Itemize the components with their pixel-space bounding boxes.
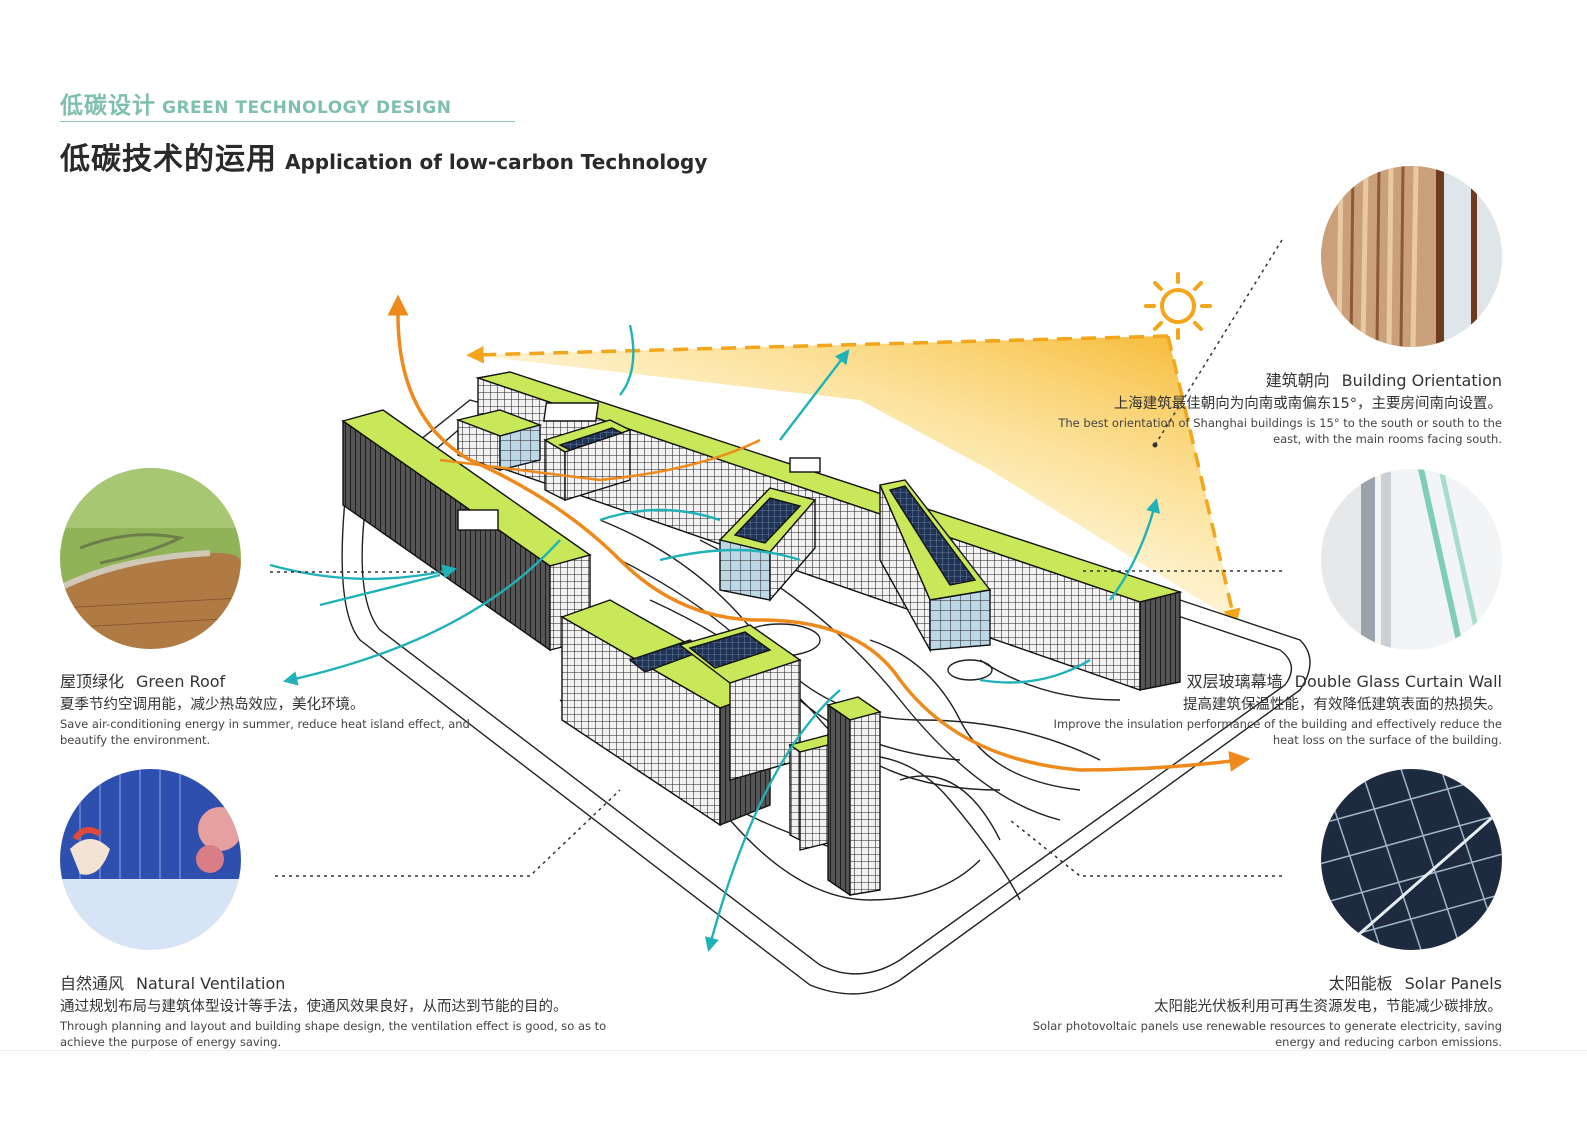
air-flow-arrow-icon [396,319,1251,772]
caption-head-en: Double Glass Curtain Wall [1294,672,1502,691]
sunlight-area [470,336,1236,622]
caption-text-cn: 上海建筑最佳朝向为向南或南偏东15°，主要房间南向设置。 [1113,396,1502,412]
caption-head-cn: 自然通风 [60,974,125,993]
caption-head-cn: 太阳能板 [1328,974,1393,993]
title-divider [60,121,515,122]
building-orientation-photo [1321,166,1502,347]
caption-text-cn: 夏季节约空调用能，减少热岛效应，美化环境。 [60,697,365,713]
green-roof-photo [60,468,241,649]
caption-head-en: Green Roof [136,672,226,691]
caption-text-en: Through planning and layout and building… [60,1019,607,1049]
building-wing-c [718,487,817,602]
building-west-bar [341,409,592,652]
caption-text-cn: 提高建筑保温性能，有效降低建筑表面的热损失。 [1183,697,1502,713]
caption-text-en: Improve the insulation performance of th… [1053,717,1502,747]
building-wing-b [543,419,632,502]
caption-solar-panels: 太阳能板 Solar Panels 太阳能光伏板利用可再生资源发电，节能减少碳排放… [882,970,1502,1050]
natural-ventilation-illustration [60,769,241,950]
curtain-wall-photo [1321,469,1502,650]
bottom-divider [0,1050,1587,1051]
caption-head-en: Solar Panels [1404,974,1502,993]
page-title: 低碳技术的运用 Application of low-carbon Technol… [60,134,707,178]
caption-green-roof: 屋顶绿化 Green Roof 夏季节约空调用能，减少热岛效应，美化环境。 Sav… [60,668,480,748]
sun-ray-arrow-icon [466,334,1169,364]
caption-text-en: The best orientation of Shanghai buildin… [1058,416,1502,446]
caption-head-cn: 屋顶绿化 [60,672,125,691]
page-title-en: Application of low-carbon Technology [285,150,708,174]
building-wing-d [879,479,992,653]
leader-lines [270,239,1283,877]
building-south-east-block [678,624,802,781]
caption-head-cn: 建筑朝向 [1265,371,1330,390]
section-title-cn: 低碳设计 [60,93,156,119]
caption-curtain-wall: 双层玻璃幕墙 Double Glass Curtain Wall 提高建筑保温性能… [882,668,1502,748]
caption-head-cn: 双层玻璃幕墙 [1186,672,1283,691]
caption-building-orientation: 建筑朝向 Building Orientation 上海建筑最佳朝向为向南或南偏东… [882,367,1502,447]
caption-text-en: Solar photovoltaic panels use renewable … [1032,1019,1502,1049]
solar-panel-photo [1321,769,1502,950]
wind-arrow-icon [269,324,1161,952]
sun-icon [1144,272,1212,340]
caption-text-cn: 通过规划布局与建筑体型设计等手法，使通风效果良好，从而达到节能的目的。 [60,999,568,1015]
caption-text-cn: 太阳能光伏板利用可再生资源发电，节能减少碳排放。 [1154,999,1502,1015]
page-title-cn: 低碳技术的运用 [60,142,277,177]
caption-natural-ventilation: 自然通风 Natural Ventilation 通过规划布局与建筑体型设计等手法… [60,970,640,1050]
building-tower [788,696,882,897]
air-flow-arrow-icon [439,438,761,482]
section-title: 低碳设计 GREEN TECHNOLOGY DESIGN [60,86,451,120]
caption-head-en: Natural Ventilation [136,974,286,993]
section-title-en: GREEN TECHNOLOGY DESIGN [162,98,452,118]
caption-head-en: Building Orientation [1341,371,1502,390]
caption-text-en: Save air-conditioning energy in summer, … [60,717,470,747]
